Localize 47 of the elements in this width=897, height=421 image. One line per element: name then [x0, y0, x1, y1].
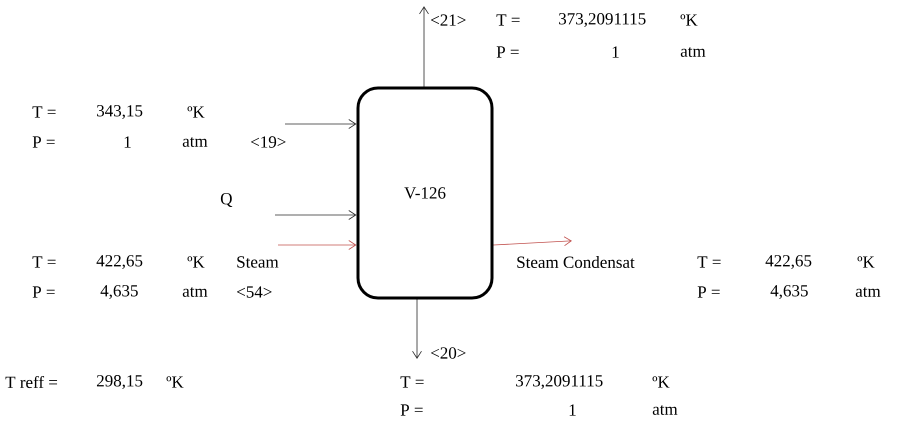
arrow	[274, 210, 356, 220]
stream-value: P =	[32, 136, 55, 148]
stream-value: 1	[612, 46, 619, 58]
stream-value: 4,635	[100, 285, 138, 299]
arrow	[412, 299, 422, 359]
stream-label: <21>	[431, 14, 466, 26]
stream-value: ºK	[166, 376, 184, 388]
stream-value: atm	[652, 405, 678, 415]
stream-value: T =	[496, 14, 520, 26]
stream-value: ºK	[188, 256, 205, 268]
stream-value: 4,635	[770, 285, 808, 299]
stream-label: Steam Condensat	[517, 256, 635, 268]
stream-value: 343,15	[97, 105, 142, 119]
arrow	[278, 240, 356, 250]
stream-value: atm	[182, 137, 208, 147]
stream-value: 373,2091115	[559, 13, 646, 27]
stream-value: <54>	[237, 286, 272, 298]
stream-value: atm	[856, 287, 880, 297]
stream-value: P =	[400, 404, 423, 416]
stream-value: P =	[32, 286, 55, 298]
stream-value: atm	[182, 287, 208, 297]
stream-value: atm	[680, 47, 706, 57]
stream-value: Steam	[237, 256, 278, 268]
arrow	[284, 119, 356, 129]
stream-value: T =	[400, 376, 424, 388]
stream-value: ºK	[858, 256, 875, 268]
stream-value: 422,65	[96, 255, 142, 269]
stream-value: Q	[220, 193, 232, 208]
stream-value: 1	[124, 136, 131, 148]
arrow	[419, 6, 429, 87]
stream-value: 422,65	[766, 255, 812, 269]
stream-value: ºK	[680, 14, 698, 26]
stream-value: T =	[32, 106, 56, 118]
stream-value: ºK	[652, 376, 670, 388]
stream-value: <19>	[251, 136, 286, 148]
stream-value: T =	[698, 256, 721, 268]
stream-value: 298,15	[96, 375, 142, 389]
stream-value: ºK	[188, 106, 205, 118]
stream-value: P =	[698, 286, 720, 298]
stream-value: T =	[32, 256, 56, 268]
stream-value: 373,2091115	[516, 375, 603, 389]
stream-value: T reff =	[6, 376, 58, 388]
stream-label: <20>	[431, 347, 466, 359]
stream-value: P =	[496, 46, 519, 58]
vessel-box: V-126	[356, 86, 494, 300]
arrow	[493, 236, 572, 246]
stream-value: 1	[570, 404, 576, 416]
